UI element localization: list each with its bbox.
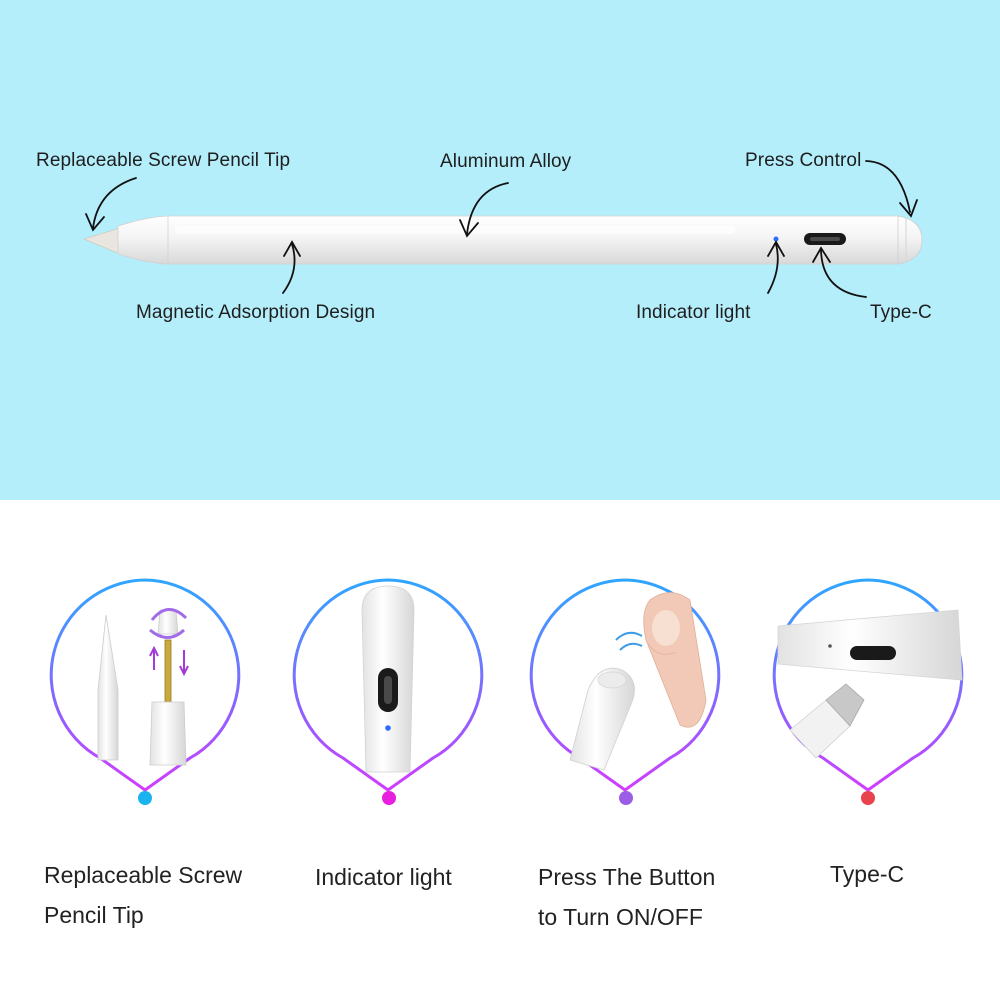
caption-line: Pencil Tip	[44, 902, 144, 928]
bubble-type-c	[772, 578, 964, 792]
bullet-dot-1	[138, 791, 152, 805]
caption-line: Indicator light	[315, 864, 452, 890]
feature-caption-indicator-light: Indicator light	[315, 857, 452, 897]
caption-line: Replaceable Screw	[44, 862, 243, 888]
type-c-port-icon	[777, 609, 963, 759]
callout-replaceable-tip: Replaceable Screw Pencil Tip	[36, 150, 291, 171]
feature-caption-screw-tip: Replaceable Screw Pencil Tip	[44, 855, 242, 935]
caption-line: Press The Button	[538, 864, 716, 890]
arrow-indicator	[767, 240, 785, 294]
arrow-tip	[85, 177, 137, 232]
finger-press-icon	[569, 592, 707, 771]
callout-magnetic-design: Magnetic Adsorption Design	[136, 302, 376, 323]
feature-caption-type-c: Type-C	[830, 854, 904, 894]
arrow-typec	[812, 246, 867, 298]
indicator-light-icon	[361, 585, 415, 773]
feature-caption-press-button: Press The Button to Turn ON/OFF	[538, 857, 715, 937]
indicator-light-dot	[773, 236, 779, 242]
callout-indicator-light: Indicator light	[636, 302, 751, 323]
bullet-dot-4	[861, 791, 875, 805]
callout-press-control: Press Control	[745, 150, 862, 171]
bullet-dot-2	[382, 791, 396, 805]
arrow-alloy	[459, 182, 509, 238]
arrow-press	[865, 160, 918, 218]
callout-aluminum-alloy: Aluminum Alloy	[440, 151, 572, 172]
bubble-indicator-light	[292, 578, 484, 792]
pen-diagram	[82, 160, 923, 298]
callout-type-c: Type-C	[870, 302, 932, 323]
bubble-press-button	[529, 578, 721, 792]
bullet-dot-3	[619, 791, 633, 805]
bubble-screw-tip	[49, 578, 241, 792]
arrow-magnetic	[282, 240, 301, 294]
caption-line: Type-C	[830, 861, 905, 887]
caption-line: to Turn ON/OFF	[538, 904, 703, 930]
screw-tip-icon	[97, 608, 189, 766]
